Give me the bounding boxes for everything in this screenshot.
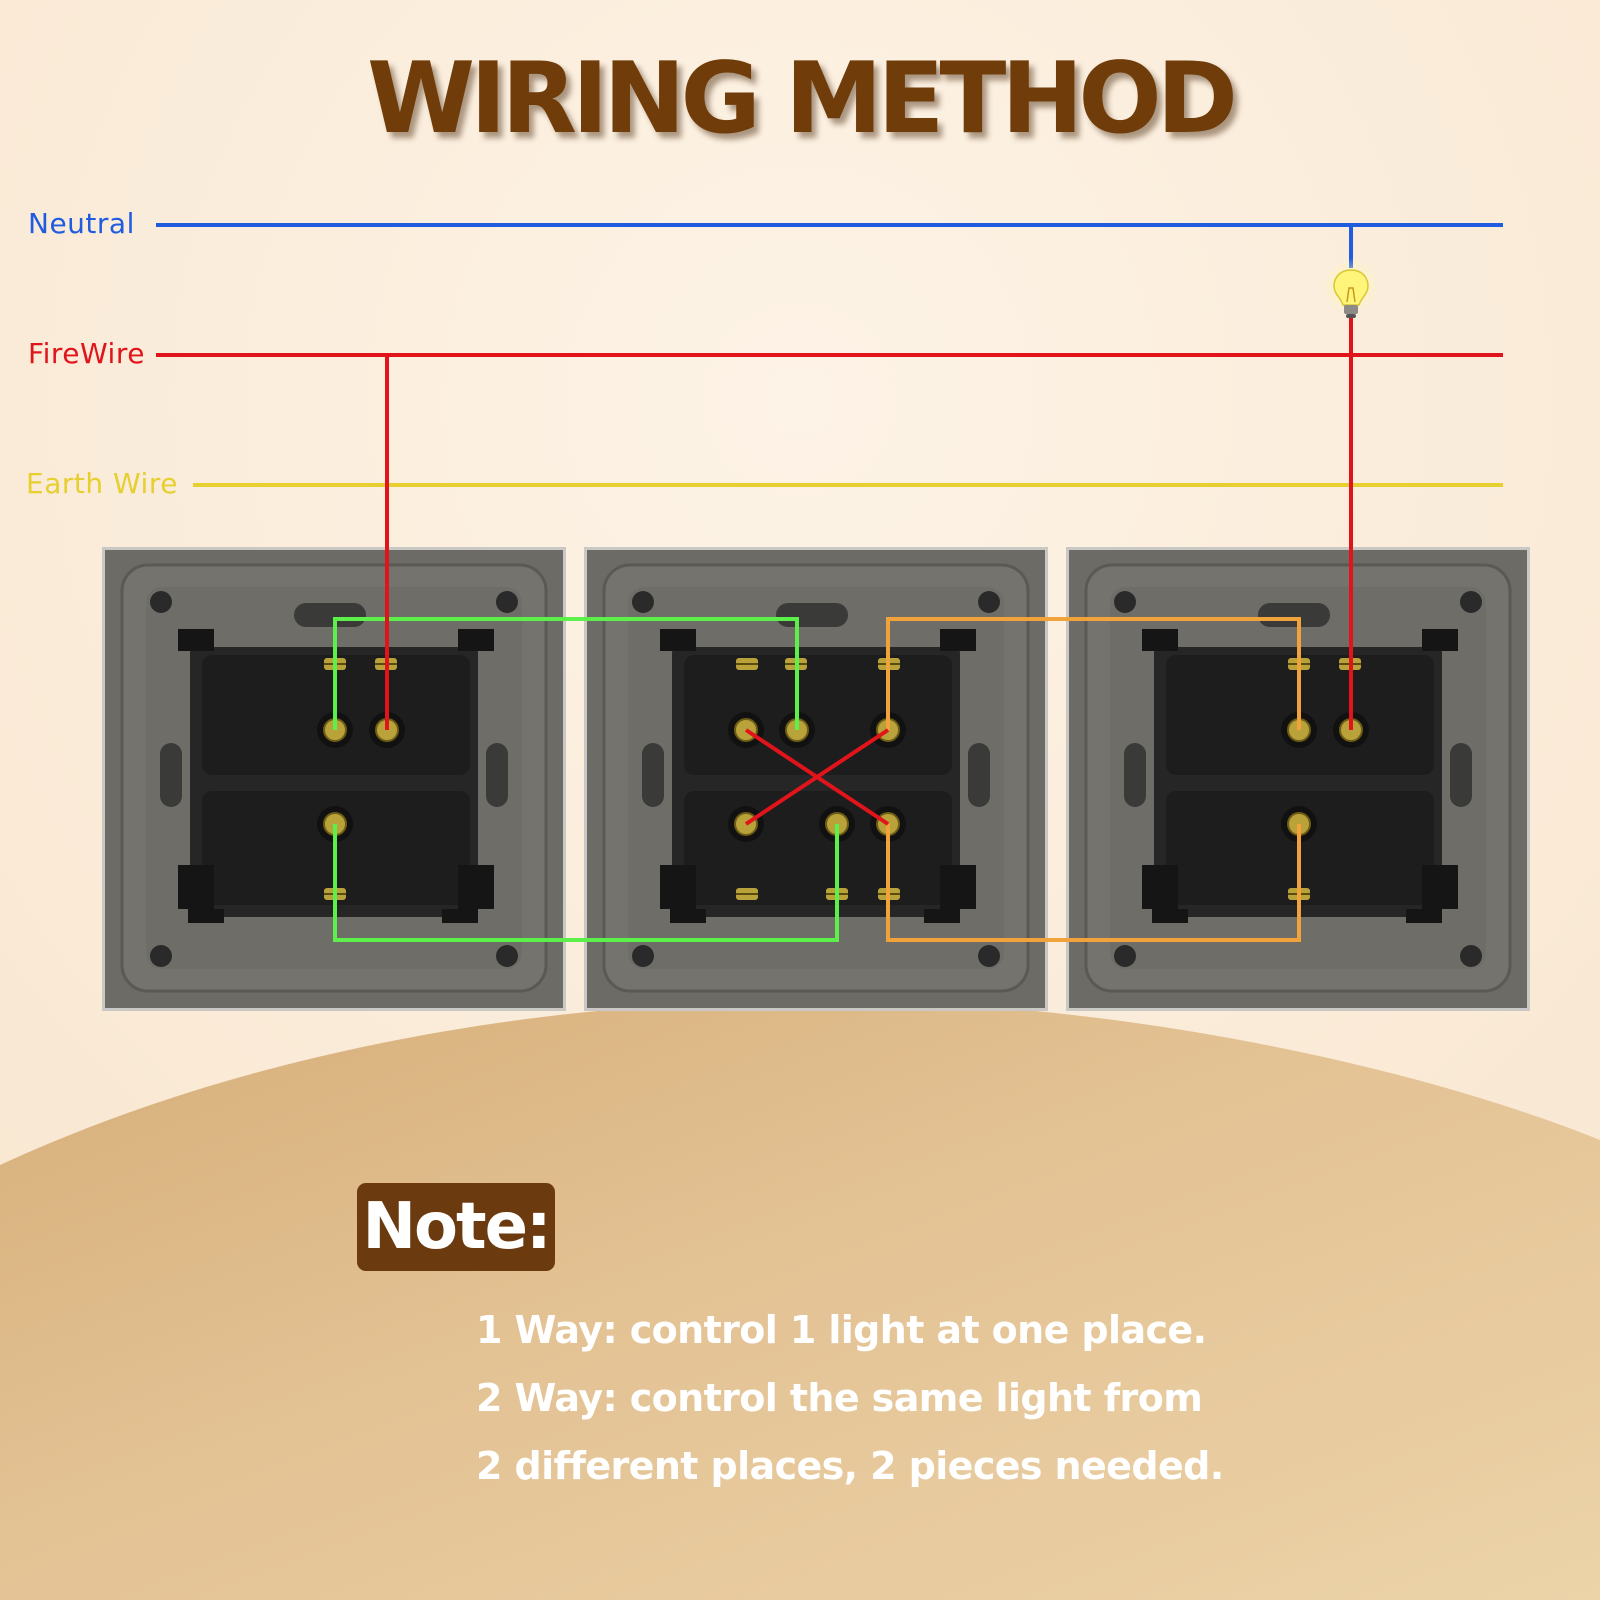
earth-wire-label: Earth Wire bbox=[26, 467, 178, 500]
traveller-wire-orange bbox=[886, 617, 1301, 730]
note-line-2: 2 Way: control the same light from bbox=[476, 1376, 1203, 1420]
background-hill bbox=[0, 1000, 1600, 1600]
note-line-1: 1 Way: control 1 light at one place. bbox=[476, 1308, 1207, 1352]
note-label: Note: bbox=[357, 1183, 555, 1271]
light-bulb-icon bbox=[1323, 258, 1379, 318]
traveller-wire-orange-lower bbox=[886, 824, 1301, 942]
note-line-3: 2 different places, 2 pieces needed. bbox=[476, 1444, 1224, 1488]
traveller-wire-green bbox=[333, 617, 799, 730]
cross-wire-b bbox=[744, 728, 890, 826]
page-title: WIRING METHOD bbox=[366, 42, 1238, 156]
traveller-wire-green-lower bbox=[333, 824, 839, 942]
neutral-label: Neutral bbox=[28, 207, 135, 240]
firewire-label: FireWire bbox=[28, 337, 145, 370]
